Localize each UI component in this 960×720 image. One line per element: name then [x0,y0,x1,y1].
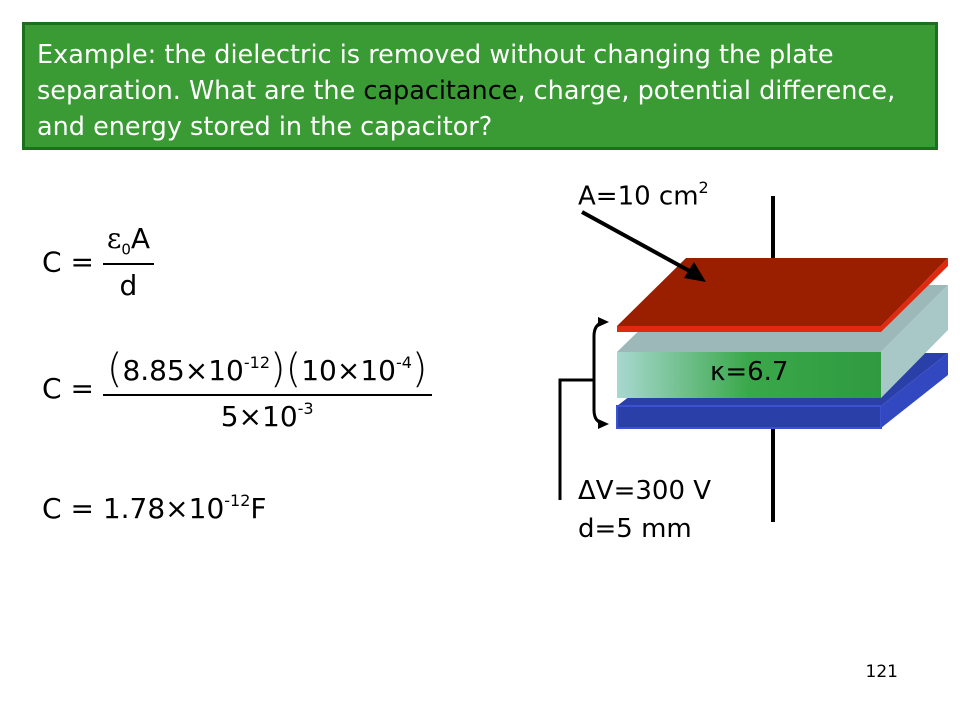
title-text-1: Example: the dielectric is removed witho… [37,40,834,106]
area-arrow [581,210,706,282]
eq2-lhs: C = [42,372,94,405]
eq2-den-exp: -3 [297,398,314,418]
eq1-epsilon-sub: 0 [121,240,131,259]
eq1-epsilon: ε [106,222,122,255]
title-text-2: , charge, potential difference, and ener… [37,76,896,142]
eq2-open-paren-1: ( [106,346,123,392]
eq2-term1: 8.85×10 [122,354,244,387]
eq2-term1-exp: -12 [243,352,271,372]
eq1-area-symbol: A [130,222,151,255]
eq3-value: 1.78×10 [102,492,225,525]
equation-capacitance-substitution: C = (8.85×10-12)(10×10-4) 5×10-3 [42,344,432,433]
voltage-label: ΔV=300 V [578,476,712,506]
eq1-denominator: d [102,262,155,302]
eq2-denominator: 5×10-3 [102,394,432,433]
equation-capacitance-result: C = 1.78×10-12F [42,490,267,525]
eq1-numerator: ε0A [103,222,154,263]
eq2-fraction: (8.85×10-12)(10×10-4) 5×10-3 [102,344,432,433]
bracket-arrow-bottom-icon [598,419,609,429]
separation-bracket [558,320,605,500]
eq1-lhs: C = [42,245,94,279]
bracket-arrow-top-icon [598,317,609,327]
eq1-fraction: ε0A d [102,222,155,302]
eq2-close-paren-2: ) [411,346,428,392]
area-label: A=10 cm2 [578,178,709,212]
distance-label: d=5 mm [578,514,692,544]
eq2-den-value: 5×10 [220,400,298,433]
equation-capacitance-formula: C = ε0A d [42,222,155,302]
area-value: A=10 cm [578,181,699,212]
eq2-term2-exp: -4 [395,352,412,372]
title-highlight: capacitance [363,76,518,106]
page-number: 121 [865,662,898,682]
area-exponent: 2 [698,178,709,197]
kappa-label: κ=6.7 [710,357,789,387]
eq2-open-paren-2: ( [285,346,302,392]
eq2-term2: 10×10 [301,354,396,387]
eq2-numerator: (8.85×10-12)(10×10-4) [103,344,432,394]
eq3-unit: F [250,492,267,525]
eq2-close-paren-1: ) [270,346,286,392]
eq3-lhs: C = [42,492,94,525]
eq3-exp: -12 [224,490,251,510]
slide-title-box: Example: the dielectric is removed witho… [22,22,938,150]
